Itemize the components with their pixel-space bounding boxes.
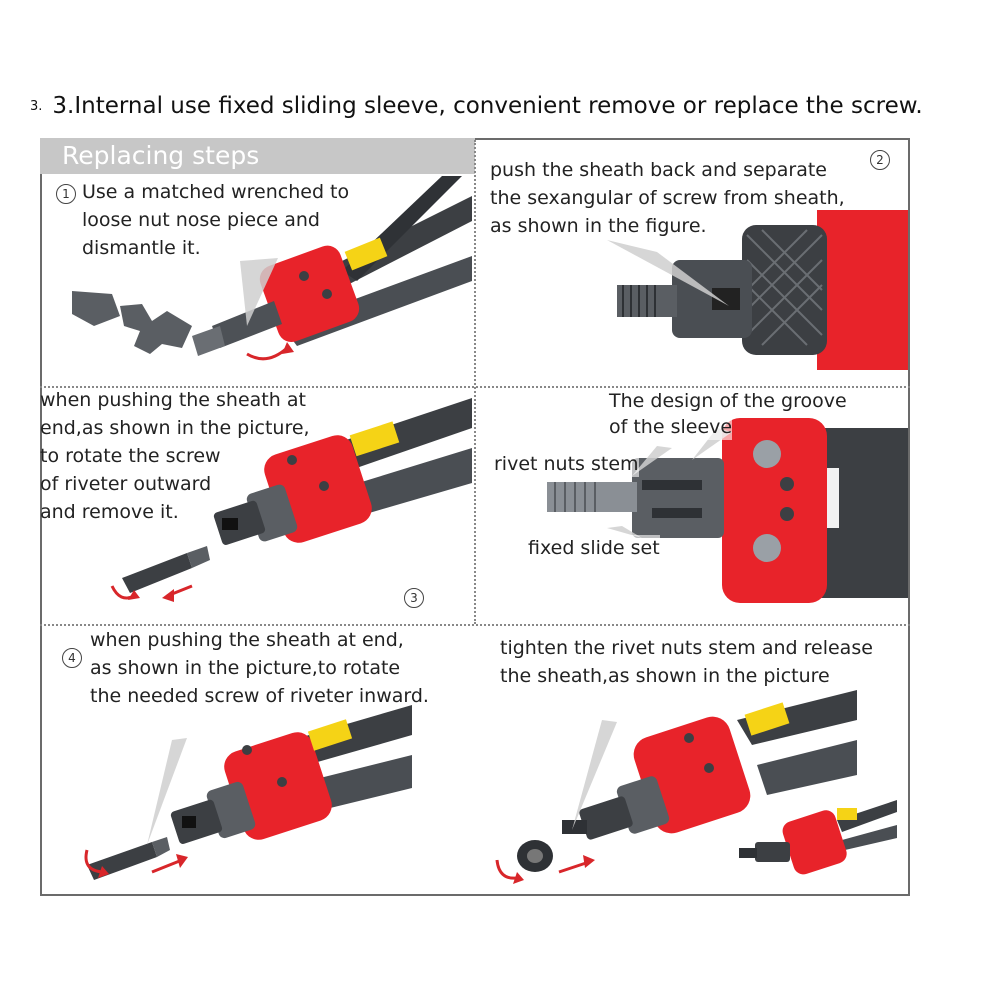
step3-number-badge: 3 <box>404 588 424 608</box>
step2-text-line2: the sexangular of screw from sheath, <box>490 187 845 209</box>
step4-number-badge: 4 <box>62 648 82 668</box>
step3-text-line4: of riveter outward <box>40 473 212 495</box>
step1-text-line1: Use a matched wrenched to <box>82 181 350 203</box>
step3-illustration <box>110 398 472 602</box>
step3-text-line1: when pushing the sheath at <box>40 389 306 411</box>
row-divider-2 <box>40 624 910 626</box>
step2-text-line3: as shown in the figure. <box>490 215 707 237</box>
callout-groove-line2: of the sleeve <box>609 414 733 440</box>
step3-text-line5: and remove it. <box>40 501 179 523</box>
sleeve-detail-illustration <box>547 418 908 603</box>
step4-text-line3: the needed screw of riveter inward. <box>90 685 429 707</box>
step4-illustration <box>84 705 412 880</box>
heading-text: 3.Internal use fixed sliding sleeve, con… <box>52 93 923 119</box>
heading-number: 3. <box>30 98 43 114</box>
step1-illustration <box>72 176 472 361</box>
step2-number-badge: 2 <box>870 150 890 170</box>
page-heading: 3. 3.Internal use fixed sliding sleeve, c… <box>30 88 980 124</box>
column-divider <box>474 140 476 624</box>
callout-rivet-nuts-stem: rivet nuts stem <box>494 451 639 477</box>
step5-text-line2: the sheath,as shown in the picture <box>500 665 830 687</box>
step2-illustration <box>607 210 908 370</box>
replacing-steps-banner: Replacing steps <box>40 138 475 174</box>
step5-illustration <box>495 690 897 884</box>
instructions-frame <box>40 138 910 896</box>
step2-text-line1: push the sheath back and separate <box>490 159 827 181</box>
step5-text-line1: tighten the rivet nuts stem and release <box>500 637 873 659</box>
step4-text-line1: when pushing the sheath at end, <box>90 629 404 651</box>
callout-fixed-slide-set: fixed slide set <box>528 535 660 561</box>
step1-text-line3: dismantle it. <box>82 237 201 259</box>
step3-text-line2: end,as shown in the picture, <box>40 417 310 439</box>
step3-text-line3: to rotate the screw <box>40 445 221 467</box>
step4-text-line2: as shown in the picture,to rotate <box>90 657 401 679</box>
callout-groove-line1: The design of the groove <box>609 388 847 414</box>
step1-text-line2: loose nut nose piece and <box>82 209 320 231</box>
step1-number-badge: 1 <box>56 184 76 204</box>
